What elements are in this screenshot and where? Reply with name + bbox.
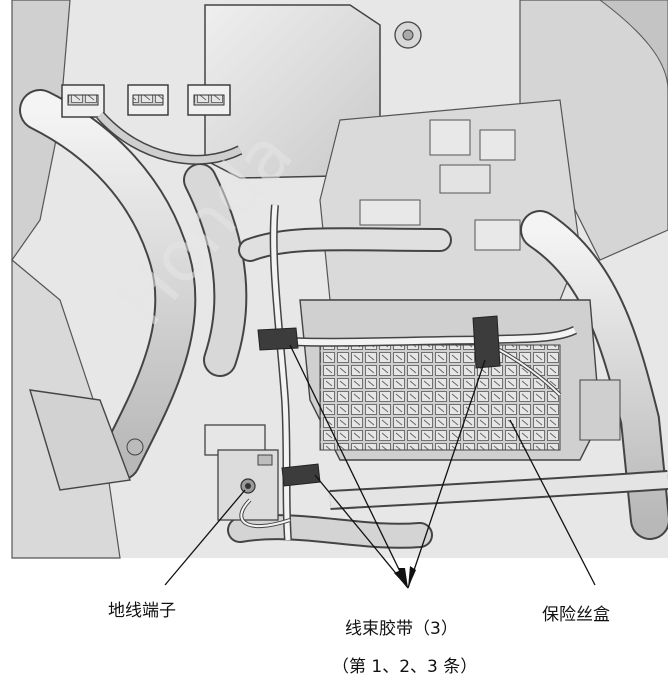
label-harness-ties: 线束胶带（3） — [345, 619, 458, 639]
connector-group — [61, 84, 243, 165]
wiring-harness — [239, 204, 578, 541]
ground-terminal-block — [204, 424, 279, 521]
leader-arrowheads — [394, 566, 416, 588]
leader-lines — [164, 344, 596, 589]
harness-ties — [257, 315, 501, 487]
label-fuse-box: 保险丝盒 — [542, 605, 610, 625]
illustration: Honda — [11, 0, 668, 559]
label-harness-ties-note: （第 1、2、3 条） — [332, 657, 478, 677]
label-ground-terminal: 地线端子 — [108, 601, 176, 621]
